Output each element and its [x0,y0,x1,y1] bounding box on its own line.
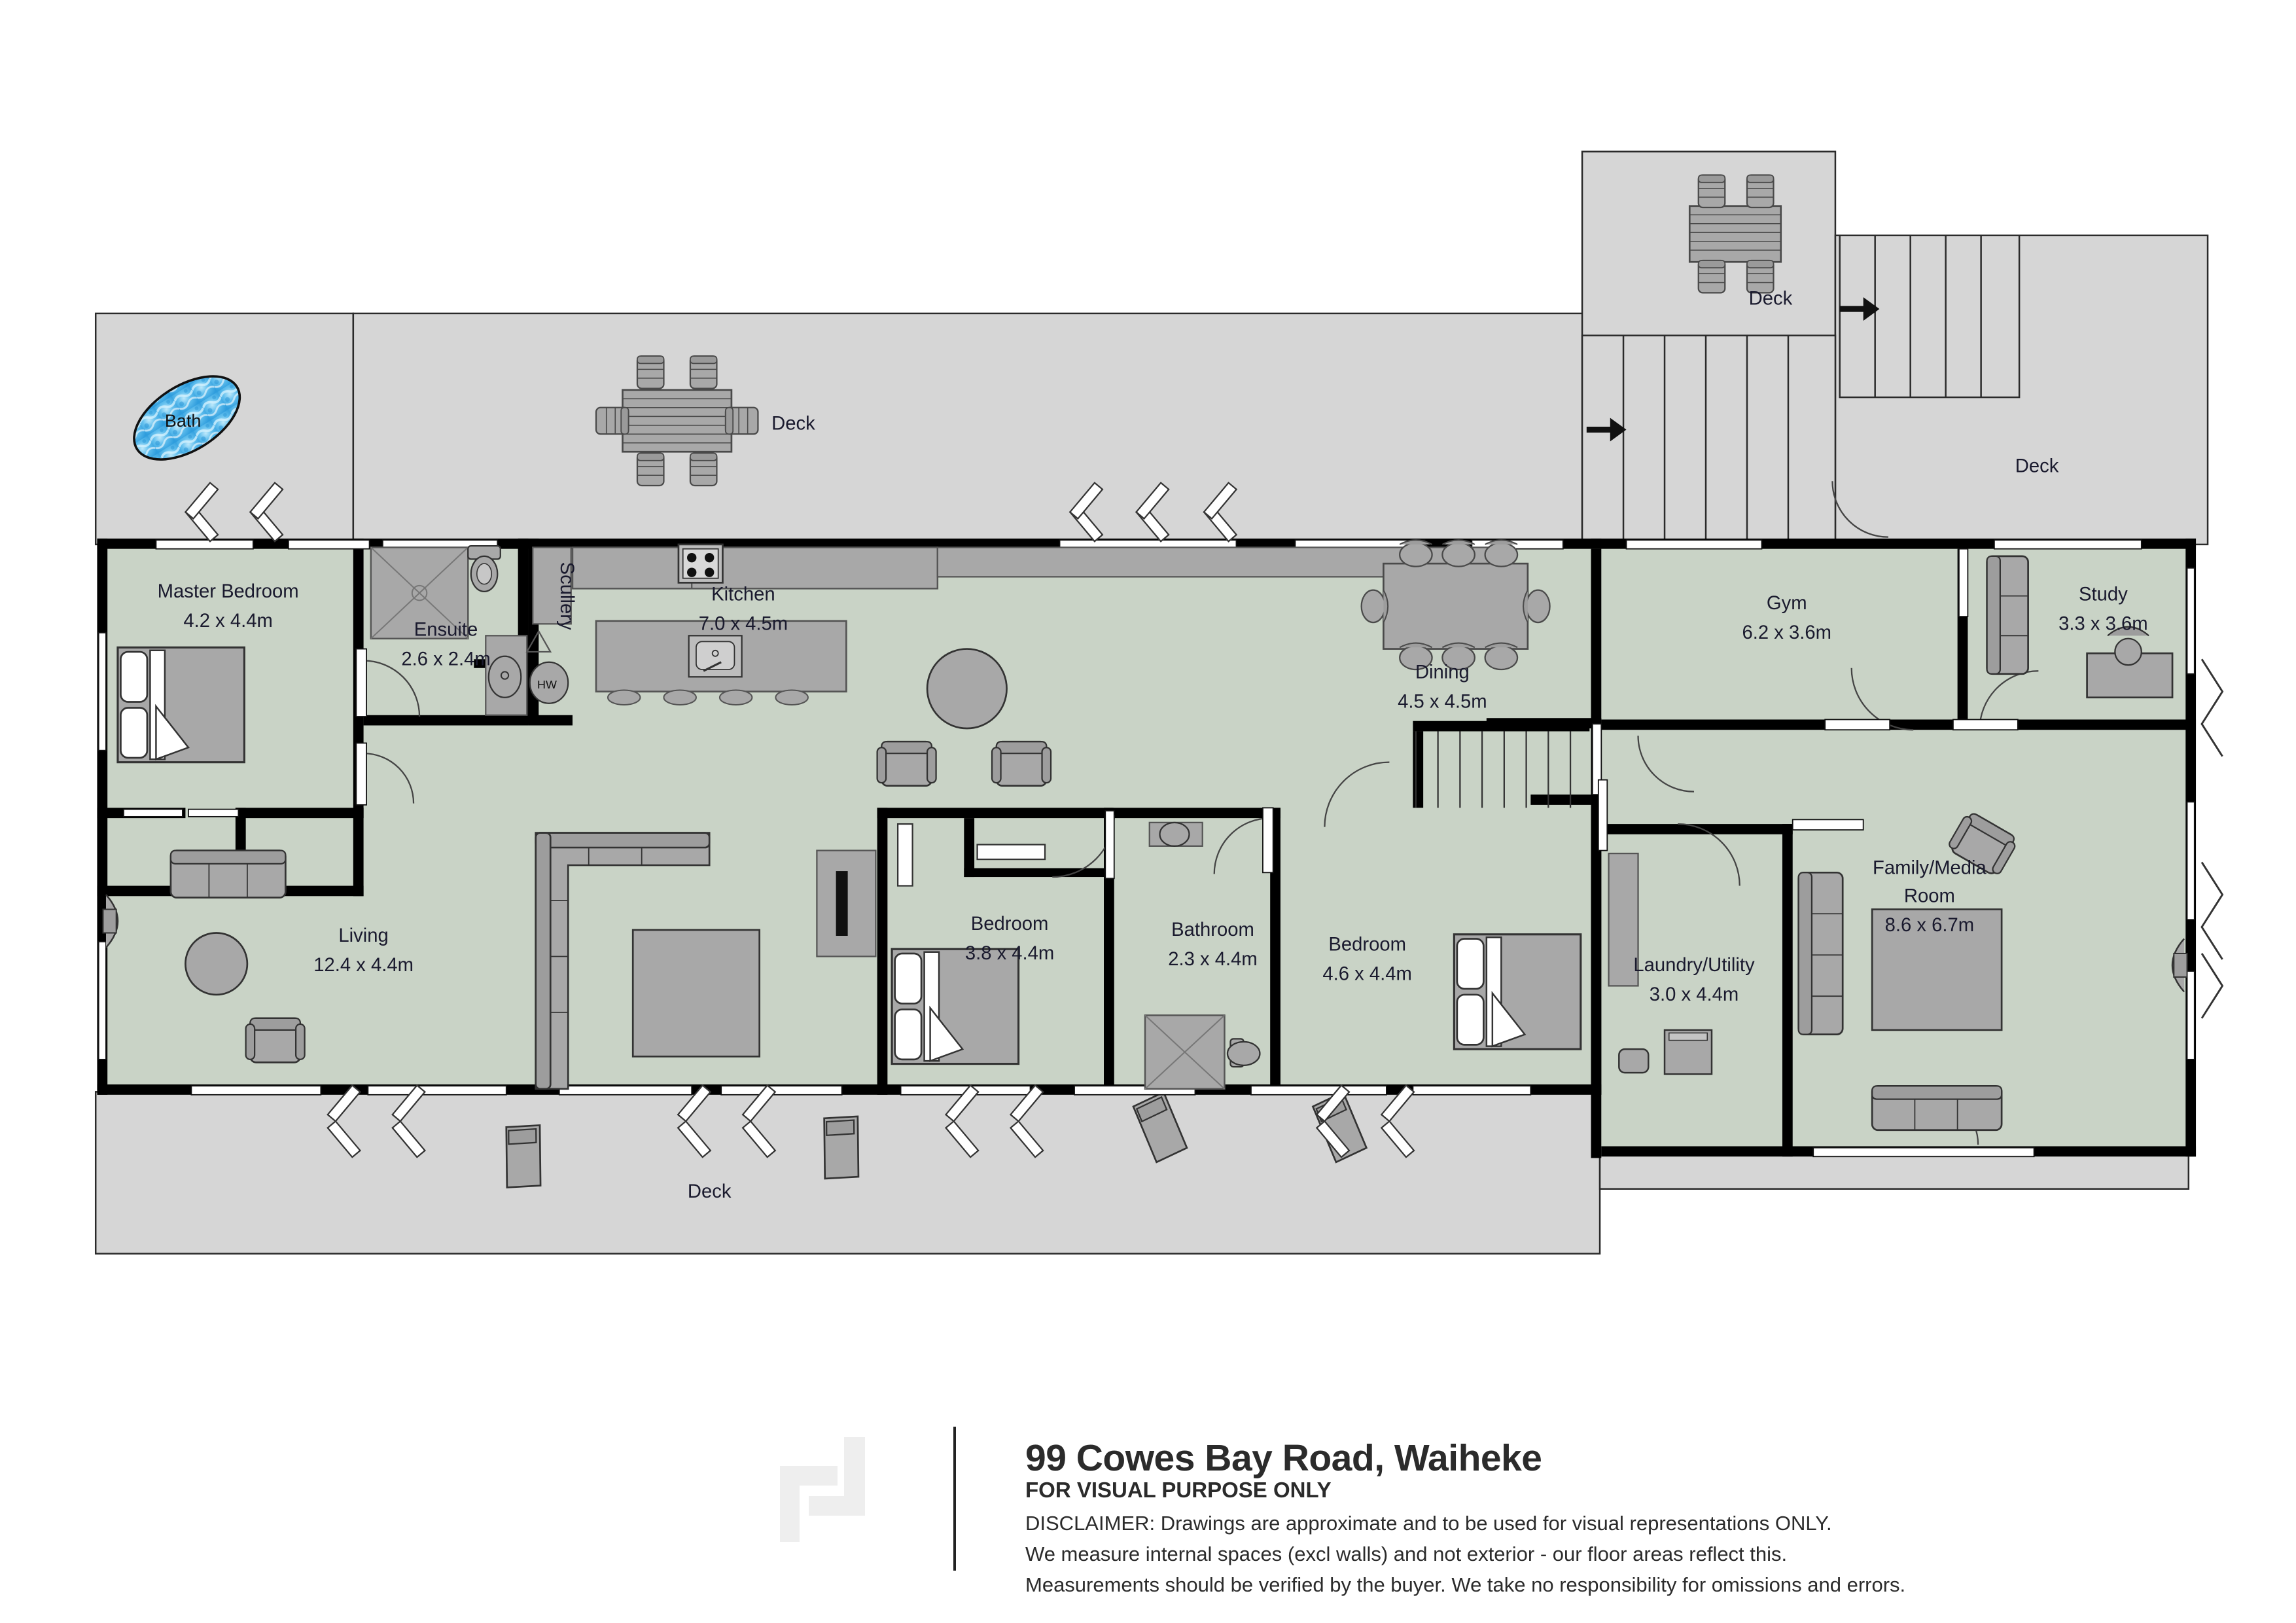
label-deck-east: Deck [2015,456,2059,477]
label-master-bedroom: Master Bedroom [158,581,299,602]
label-deck-south: Deck [688,1181,732,1202]
hot-water-cylinder-icon: HW [529,661,569,704]
label-living: Living [338,925,388,946]
label-study: Study [2079,584,2128,605]
label-deck-north: Deck [771,414,815,435]
door-swing-icon [1831,481,1888,538]
sectional-sofa-icon [535,832,711,1090]
deck-stairs-upper [1839,234,2021,399]
label-deck-upper: Deck [1749,288,1793,309]
sofa-icon [1797,871,1844,1035]
door-swing-icon [1678,823,1740,886]
rug-icon [1871,908,2003,1031]
room-labels: Master Bedroom 4.2 x 4.4m Ensuite 2.6 x … [158,288,2148,1202]
tv-icon [2171,938,2188,993]
door-swing-icon [363,660,421,717]
dims-study: 3.3 x 3.6m [2058,613,2147,634]
rug-icon [631,929,761,1058]
armchair-icon [245,1017,306,1063]
deck-stairs-north [1581,334,1837,546]
label-gym: Gym [1767,593,1807,614]
sink-icon [688,635,743,678]
door-swing-icon [363,753,415,804]
label-bedroom-1: Bedroom [971,914,1049,935]
dims-family-media-room: 8.6 x 6.7m [1885,915,1974,936]
bedroom1-furniture [891,948,1020,1065]
armchair-icon [876,740,937,787]
study-furniture [1986,555,2174,699]
dims-kitchen: 7.0 x 4.5m [699,613,788,634]
outdoor-bath: Bath [133,375,241,461]
door-swing-icon [1213,817,1271,874]
dims-bathroom: 2.3 x 4.4m [1168,949,1257,970]
dims-gym: 6.2 x 3.6m [1742,622,1831,643]
toilet-icon [1226,1038,1261,1068]
dims-bedroom-2: 4.6 x 4.4m [1322,963,1411,984]
fireplace-icon [816,849,877,957]
dining-set [1360,539,1551,671]
dims-dining: 4.5 x 4.5m [1398,691,1487,712]
coffee-table-icon [185,932,249,996]
bedroom2-furniture [1453,933,1582,1050]
scullery-bench [525,546,572,653]
door-swing-icon [1324,761,1390,827]
laundry-tub-icon [1618,1048,1650,1074]
label-scullery: Scullery [556,562,577,630]
bathroom-fixtures [1144,821,1261,1090]
deck-dining-set-upper [1688,174,1782,294]
cooktop-icon [677,543,724,584]
ensuite-fixtures [370,545,528,716]
label-laundry-utility: Laundry/Utility [1633,955,1755,976]
door-swing-icon [1850,668,1914,731]
deck-dining-set-north [595,355,759,487]
bifold-door-markers [184,482,1415,1158]
stair-direction-arrow-icon [1586,418,1627,442]
bedroom1-wardrobe [896,823,1046,887]
dims-ensuite: 2.6 x 2.4m [401,649,490,669]
label-dining: Dining [1415,662,1470,683]
dims-bedroom-1: 3.8 x 4.4m [965,943,1054,964]
label-bedroom-2: Bedroom [1328,934,1406,955]
basin-icon [485,635,528,716]
folding-door-icon [2200,658,2224,1019]
door-leafs [355,548,2019,880]
label-ensuite: Ensuite [414,619,478,640]
laundry-fittings [1608,852,1713,1075]
hot-water-label: HW [537,678,557,691]
office-chair-icon [2107,626,2149,666]
label-bathroom: Bathroom [1171,919,1254,940]
interior-stairs-icon [1415,731,1572,808]
tv-icon [102,894,119,948]
sofa-icon [1986,555,2029,675]
stair-direction-arrow-icon [1839,297,1880,321]
round-table-icon [926,648,1008,730]
master-bed [116,646,245,764]
dims-living: 12.4 x 4.4m [313,955,414,976]
bath-label: Bath [165,411,201,431]
sofa-icon [169,849,287,899]
sofa-icon [1871,1084,2003,1132]
family-furniture [1797,809,2188,1132]
door-swing-icon [1637,736,1695,793]
label-kitchen: Kitchen [711,584,775,605]
dims-laundry-utility: 3.0 x 4.4m [1650,984,1739,1005]
label-family-media-room-1: Family/Media [1873,858,1987,879]
label-family-media-room-2: Room [1904,885,1955,906]
basin-icon [1148,821,1203,847]
dims-master-bedroom: 4.2 x 4.4m [183,611,272,632]
toilet-icon [467,545,501,592]
armchair-icon [991,740,1052,787]
living-furniture [102,648,1052,1090]
